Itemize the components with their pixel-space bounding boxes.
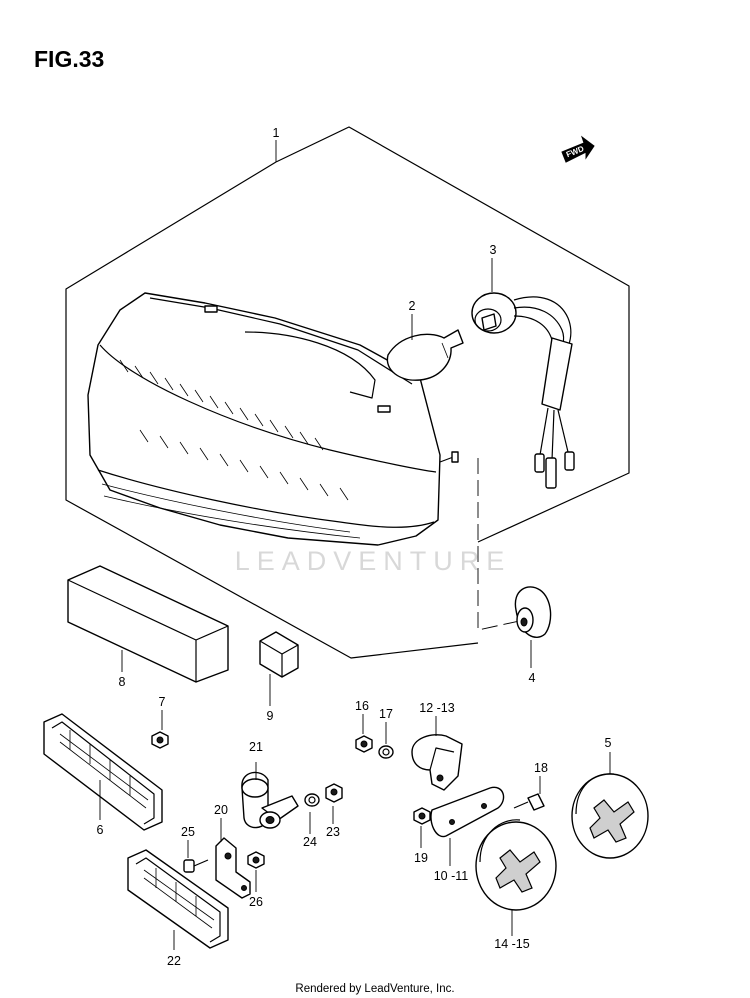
license-lamp-body [241, 771, 299, 829]
bulb [386, 329, 464, 381]
callout-5: 5 [605, 736, 612, 750]
side-reflector-upper [43, 713, 163, 831]
tail-lamp-assembly-frame [65, 126, 630, 659]
callout-12-13: 12 -13 [419, 701, 454, 715]
reflector-block [67, 565, 229, 683]
callout-18: 18 [534, 761, 548, 775]
callout-1: 1 [273, 126, 280, 140]
nut-19 [413, 807, 431, 825]
lens-14-15 [475, 819, 557, 911]
bracket-12-13 [411, 734, 463, 791]
callout-20: 20 [214, 803, 228, 817]
small-block [259, 631, 299, 678]
callout-7: 7 [159, 695, 166, 709]
bracket-20 [215, 837, 251, 899]
nut-26 [247, 851, 265, 869]
callout-23: 23 [326, 825, 340, 839]
plate-10-11 [430, 786, 505, 838]
callout-6: 6 [97, 823, 104, 837]
socket-harness [471, 292, 575, 489]
watermark-text: LEADVENTURE [235, 546, 512, 576]
footer-credit: Rendered by LeadVenture, Inc. [295, 983, 454, 995]
side-reflector-lower [127, 849, 229, 949]
callout-21: 21 [249, 740, 263, 754]
callout-10-11: 10 -11 [434, 869, 469, 883]
callout-4: 4 [529, 671, 536, 685]
nut-16 [355, 735, 373, 753]
collar-24 [304, 793, 320, 807]
callout-2: 2 [409, 299, 416, 313]
nut-7 [151, 731, 169, 749]
callout-14-15: 14 -15 [494, 937, 529, 951]
callout-22: 22 [167, 954, 181, 968]
callout-19: 19 [414, 851, 428, 865]
callout-26: 26 [249, 895, 263, 909]
callout-24: 24 [303, 835, 317, 849]
nut-23 [325, 783, 343, 803]
callout-9: 9 [267, 709, 274, 723]
lens-5 [571, 773, 649, 859]
screw-18 [513, 793, 545, 811]
grommet [514, 586, 552, 638]
collar-17 [378, 745, 394, 759]
callout-labels: 1 2 3 4 5 6 7 8 9 10 -11 12 -13 14 -15 1… [97, 126, 612, 968]
tail-lamp-housing [87, 292, 459, 546]
screw-25 [183, 859, 209, 873]
callout-3: 3 [490, 243, 497, 257]
callout-16: 16 [355, 699, 369, 713]
fwd-arrow-icon: FWD [561, 135, 595, 163]
callout-25: 25 [181, 825, 195, 839]
figure-title: FIG.33 [34, 46, 104, 72]
callout-8: 8 [119, 675, 126, 689]
callout-17: 17 [379, 707, 393, 721]
